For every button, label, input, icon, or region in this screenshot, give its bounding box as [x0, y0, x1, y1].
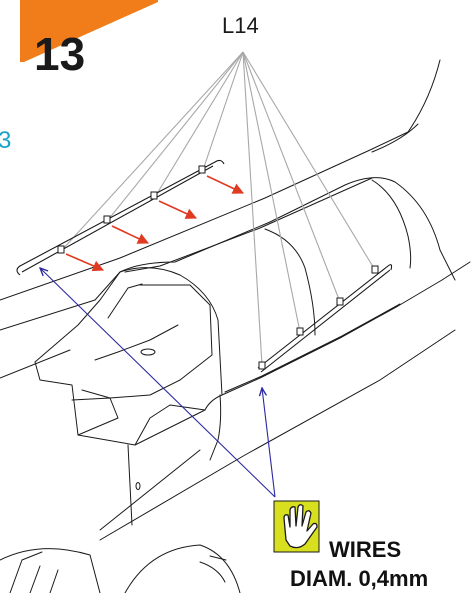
part-leader-lines — [61, 51, 376, 366]
part-label: L14 — [222, 13, 259, 38]
wire-support — [336, 297, 344, 306]
wire-support — [258, 361, 266, 370]
direction-arrows — [65, 175, 245, 272]
note-leader-lines — [40, 268, 276, 498]
front-cowl — [34, 267, 223, 490]
fuselage-outline — [0, 59, 471, 541]
hand-icon — [273, 500, 320, 553]
wire-support — [198, 165, 206, 174]
lower-wire — [257, 264, 393, 373]
wire-support — [296, 327, 304, 336]
reference-number: 3 — [0, 127, 11, 154]
step-number: 13 — [34, 28, 85, 80]
wire-support — [103, 215, 111, 224]
upper-wire — [16, 159, 225, 276]
wire-support — [57, 245, 65, 254]
wire-support — [371, 265, 379, 274]
lower-parts — [0, 544, 241, 593]
note-title: WIRES — [329, 537, 401, 562]
note-detail: DIAM. 0,4mm — [290, 566, 428, 591]
wire-support — [150, 191, 158, 200]
step-badge — [20, 0, 158, 62]
